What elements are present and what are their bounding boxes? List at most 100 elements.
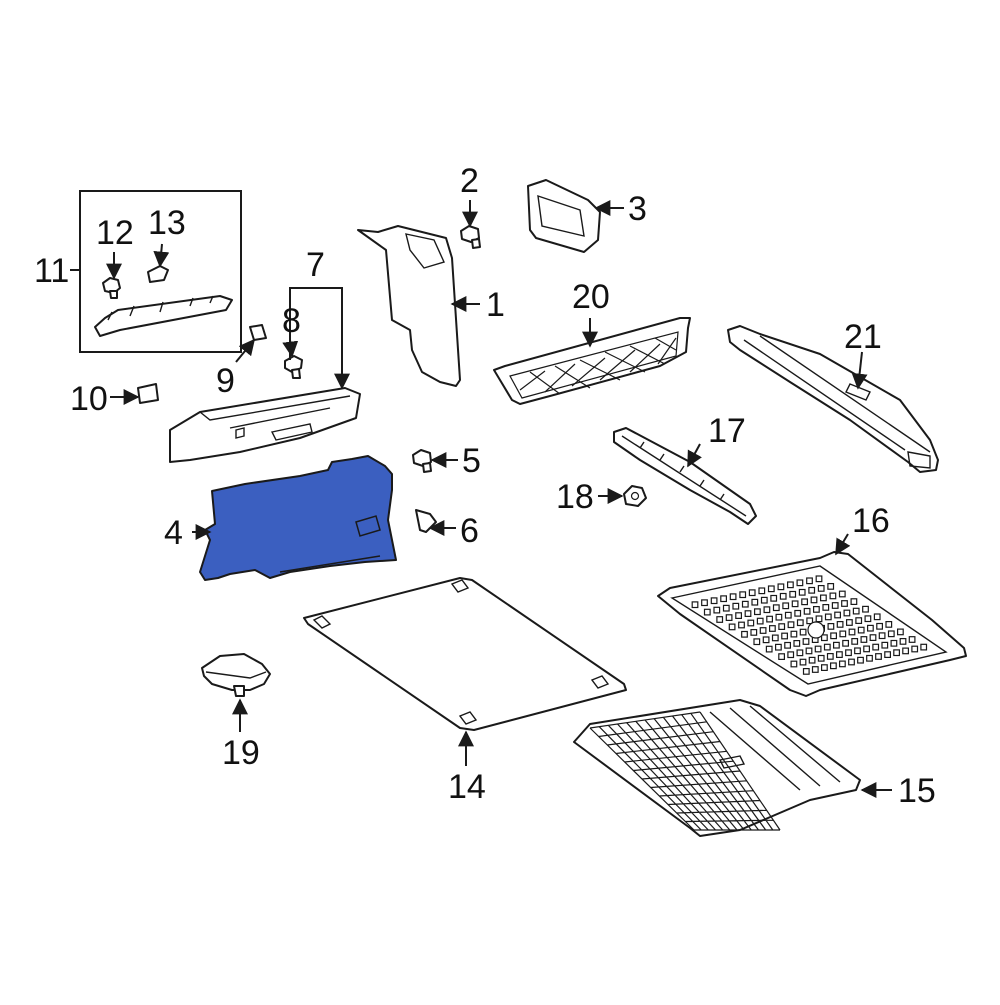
part-20-cargo-net[interactable] xyxy=(493,317,691,405)
part-19-clip[interactable] xyxy=(201,653,271,697)
tray-cell xyxy=(862,605,869,613)
tray-cell xyxy=(777,583,785,591)
part-3-cover[interactable] xyxy=(527,179,601,253)
callout-17: 17 xyxy=(708,412,746,450)
tray-cell xyxy=(896,628,904,636)
tray-cell xyxy=(806,577,813,585)
part-16-cargo-tray[interactable] xyxy=(657,551,967,697)
callout-9: 9 xyxy=(216,362,235,400)
tray-cell xyxy=(713,606,721,614)
tray-cell xyxy=(741,600,749,608)
tray-cell xyxy=(793,639,801,647)
tray-cell xyxy=(893,649,900,657)
tray-cell xyxy=(834,611,841,619)
part-9-clip[interactable] xyxy=(249,324,267,341)
part-7-trim-panel[interactable] xyxy=(169,387,361,463)
tray-cell xyxy=(796,579,804,587)
tray-cell xyxy=(911,645,919,653)
tray-cell xyxy=(860,636,868,643)
tray-cell xyxy=(835,651,843,658)
tray-cell xyxy=(820,664,828,671)
tray-cell xyxy=(857,656,864,664)
tray-cell xyxy=(838,590,846,598)
tray-cell xyxy=(854,647,861,655)
tray-cell xyxy=(827,582,835,590)
tray-cell xyxy=(863,645,870,653)
tray-cell xyxy=(786,581,794,589)
callout-8: 8 xyxy=(282,302,301,340)
part-8-screw[interactable] xyxy=(284,355,303,379)
part-4-side-panel[interactable] xyxy=(199,455,397,581)
tray-cell xyxy=(787,651,795,659)
part-14-floor-board[interactable] xyxy=(303,577,627,731)
callout-16: 16 xyxy=(852,502,890,540)
tray-cell xyxy=(784,641,791,649)
tray-cell xyxy=(839,630,847,638)
tray-cell xyxy=(781,632,788,640)
callout-19: 19 xyxy=(222,734,260,772)
tray-cell xyxy=(811,666,819,673)
tray-cell xyxy=(759,627,767,634)
tray-cell xyxy=(885,620,893,628)
callout-6: 6 xyxy=(460,512,479,550)
tray-cell xyxy=(772,604,780,612)
tray-cell xyxy=(790,660,798,668)
tray-cell xyxy=(820,634,828,642)
tray-cell xyxy=(855,617,863,624)
tray-cell xyxy=(876,622,883,630)
tray-cell xyxy=(701,599,708,607)
tray-cell xyxy=(848,628,856,636)
tray-cell xyxy=(725,614,733,621)
callout-15: 15 xyxy=(898,772,936,810)
tray-cell xyxy=(778,653,785,660)
tray-cell xyxy=(760,596,768,604)
tray-cell xyxy=(875,653,882,660)
part-21-cargo-cover[interactable] xyxy=(727,325,939,473)
tray-cell xyxy=(872,643,880,651)
tray-cell xyxy=(841,600,848,607)
tray-cell xyxy=(787,621,795,629)
tray-cell xyxy=(756,617,764,625)
part-2-screw[interactable] xyxy=(460,225,481,249)
tray-cell xyxy=(802,638,810,645)
tray-cell xyxy=(806,617,814,625)
tray-cell xyxy=(771,634,779,642)
tray-cell xyxy=(798,588,806,596)
tray-cell xyxy=(815,615,823,623)
tray-cell xyxy=(819,594,827,602)
tray-cell xyxy=(802,667,810,675)
part-18-nut[interactable] xyxy=(623,485,647,507)
tray-cell xyxy=(890,639,898,647)
tray-cell xyxy=(864,615,872,623)
tray-cell xyxy=(722,604,730,612)
callout-18: 18 xyxy=(556,478,594,516)
tray-cell xyxy=(902,647,909,655)
part-15-floor-mat[interactable] xyxy=(573,699,861,837)
tray-cell xyxy=(814,645,822,653)
tray-cell xyxy=(803,607,811,615)
tray-cell xyxy=(808,656,816,664)
tray-cell xyxy=(735,612,742,619)
tray-cell xyxy=(812,605,820,613)
tray-cell xyxy=(791,600,799,608)
tray-cell xyxy=(758,587,766,595)
part-5-screw[interactable] xyxy=(412,449,432,473)
tray-cell xyxy=(753,608,761,616)
tray-cell xyxy=(810,596,818,604)
tray-cell xyxy=(782,602,790,610)
tray-cell xyxy=(763,606,771,614)
tray-cell xyxy=(778,623,786,630)
tray-cell xyxy=(768,625,776,632)
part-17-rail[interactable] xyxy=(613,427,757,525)
tray-cell xyxy=(710,597,718,605)
tray-cell xyxy=(808,586,816,594)
part-1-pillar-trim[interactable] xyxy=(357,225,461,387)
tray-cell xyxy=(869,634,877,641)
callout-11: 11 xyxy=(34,252,69,290)
part-10-clip[interactable] xyxy=(137,383,159,404)
callout-13: 13 xyxy=(148,204,186,242)
tray-cell xyxy=(822,603,830,611)
tray-cell xyxy=(920,643,928,651)
tray-cell xyxy=(747,619,755,627)
